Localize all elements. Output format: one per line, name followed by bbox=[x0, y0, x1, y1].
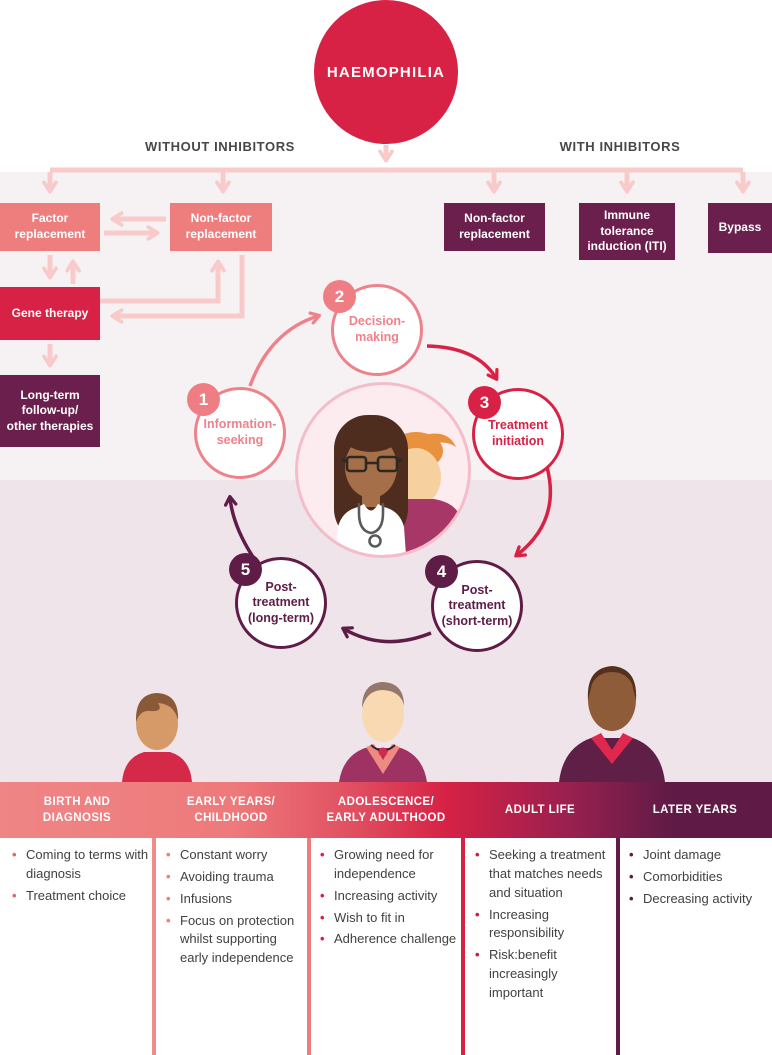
bullet-item: Decreasing activity bbox=[627, 890, 767, 909]
column-divider-2 bbox=[307, 838, 311, 1055]
box-immune-tolerance-induction: Immune tolerance induction (ITI) bbox=[579, 203, 675, 260]
bullet-list: Coming to terms with diagnosis Treatment… bbox=[10, 846, 150, 906]
stage-label-birth-and-diagnosis: BIRTH AND DIAGNOSIS bbox=[42, 795, 112, 824]
stage-column-birth-and-diagnosis: Coming to terms with diagnosis Treatment… bbox=[10, 846, 150, 909]
bullet-item: Risk:benefit increasingly important bbox=[473, 946, 613, 1003]
bullet-item: Wish to fit in bbox=[318, 909, 458, 928]
box-bypass: Bypass bbox=[708, 203, 772, 253]
branch-with-inhibitors: WITH INHIBITORS bbox=[559, 139, 681, 154]
box-gene-therapy: Gene therapy bbox=[0, 287, 100, 340]
bullet-item: Constant worry bbox=[164, 846, 304, 865]
clinician-and-child-icon bbox=[334, 415, 460, 555]
column-divider-1 bbox=[152, 838, 156, 1055]
bullet-item: Focus on protection whilst supporting ea… bbox=[164, 912, 304, 969]
stage-label-early-years-childhood: EARLY YEARS/ CHILDHOOD bbox=[186, 795, 276, 824]
bullet-item: Adherence challenge bbox=[318, 930, 458, 949]
bullet-item: Growing need for independence bbox=[318, 846, 458, 884]
bullet-item: Infusions bbox=[164, 890, 304, 909]
box-non-factor-replacement-right: Non-factor replacement bbox=[444, 203, 545, 251]
bullet-item: Comorbidities bbox=[627, 868, 767, 887]
cycle-badge-4: 4 bbox=[425, 555, 458, 588]
bullet-item: Joint damage bbox=[627, 846, 767, 865]
stage-label-later-years: LATER YEARS bbox=[652, 803, 738, 816]
bullet-list: Constant worry Avoiding trauma Infusions… bbox=[164, 846, 304, 968]
branch-without-inhibitors: WITHOUT INHIBITORS bbox=[145, 139, 295, 154]
stage-label-adult-life: ADULT LIFE bbox=[504, 803, 576, 816]
cycle-badge-2: 2 bbox=[323, 280, 356, 313]
bullet-list: Seeking a treatment that matches needs a… bbox=[473, 846, 613, 1003]
bullet-item: Increasing responsibility bbox=[473, 906, 613, 944]
column-divider-3 bbox=[461, 838, 465, 1055]
bullet-item: Increasing activity bbox=[318, 887, 458, 906]
column-divider-4 bbox=[616, 838, 620, 1055]
stage-column-later-years: Joint damage Comorbidities Decreasing ac… bbox=[627, 846, 767, 912]
bullet-item: Avoiding trauma bbox=[164, 868, 304, 887]
cycle-badge-1: 1 bbox=[187, 383, 220, 416]
haemophilia-node: HAEMOPHILIA bbox=[314, 0, 458, 144]
cycle-badge-3: 3 bbox=[468, 386, 501, 419]
life-stage-band bbox=[0, 782, 772, 838]
box-long-term-follow-up: Long-term follow-up/ other therapies bbox=[0, 375, 100, 447]
stage-column-early-years: Constant worry Avoiding trauma Infusions… bbox=[164, 846, 304, 971]
cycle-node-treatment-initiation: Treatment initiation bbox=[472, 388, 564, 480]
bullet-list: Growing need for independence Increasing… bbox=[318, 846, 458, 949]
bullet-item: Treatment choice bbox=[10, 887, 150, 906]
bullet-item: Seeking a treatment that matches needs a… bbox=[473, 846, 613, 903]
stage-column-adult-life: Seeking a treatment that matches needs a… bbox=[473, 846, 613, 1006]
bullet-item: Coming to terms with diagnosis bbox=[10, 846, 150, 884]
cycle-badge-5: 5 bbox=[229, 553, 262, 586]
box-factor-replacement: Factor replacement bbox=[0, 203, 100, 251]
clinician-and-child-illustration bbox=[295, 382, 471, 558]
bullet-list: Joint damage Comorbidities Decreasing ac… bbox=[627, 846, 767, 909]
box-non-factor-replacement-left: Non-factor replacement bbox=[170, 203, 272, 251]
young-adult-figure-icon bbox=[339, 682, 427, 782]
stage-column-adolescence: Growing need for independence Increasing… bbox=[318, 846, 458, 952]
child-figure-icon bbox=[122, 693, 192, 782]
older-adult-figure-icon bbox=[559, 666, 665, 782]
stage-label-adolescence-early-adulthood: ADOLESCENCE/ EARLY ADULTHOOD bbox=[326, 795, 446, 824]
haemophilia-label: HAEMOPHILIA bbox=[326, 63, 446, 81]
